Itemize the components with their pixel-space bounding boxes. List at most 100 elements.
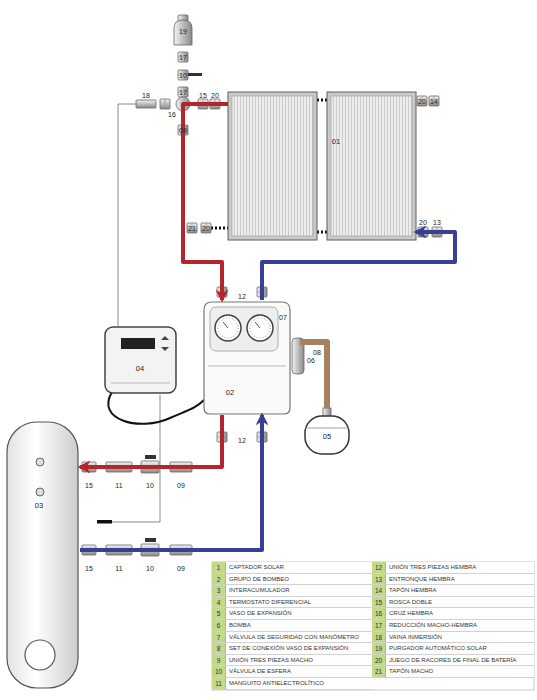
parts-table-text: GRUPO DE BOMBEO [226,574,372,586]
parts-table-number: 12 [372,562,386,574]
pipe-fitting [178,125,188,135]
valve-handle [188,73,202,76]
callout-number: 09 [177,482,185,489]
callout-number: 14 [430,98,438,105]
gauge-needle [223,322,228,328]
pipe-fitting [178,52,188,62]
dielectric-union [106,545,132,555]
absorber-plate [232,96,313,236]
expansion-hose [300,342,327,408]
parts-table-number: 5 [212,608,226,620]
parts-table-text: CAPTADOR SOLAR [226,562,372,574]
cross-fitting [176,97,190,111]
callout-number: 11 [115,565,122,572]
pump-group: 02 [200,300,300,415]
callout-number: 11 [115,482,122,489]
parts-table-text: VAINA INMERSIÓN [386,632,534,644]
gauge-dial [215,315,241,341]
callout-number: 20 [419,219,427,226]
parts-table-text: TAPÓN MACHO [386,666,534,678]
pipe-fitting [418,227,428,237]
pipe-fitting [201,223,211,233]
parts-table-text: SET DE CONEXIÓN VASO DE EXPANSIÓN [226,643,372,655]
air-vent-body [174,20,192,45]
parts-table-text: INTERACUMULADOR [226,585,372,597]
parts-table-number: 13 [372,574,386,586]
gauge-dial [247,315,273,341]
ball-valve [141,544,159,556]
callout-number: 17 [179,54,187,61]
sensor-wire [118,104,140,326]
callout-number: 20 [418,98,426,105]
pipe-fitting [257,432,267,442]
parts-table-number: 4 [212,597,226,609]
callout-number: 12 [238,293,246,300]
callout-number: 21 [188,225,196,232]
sensor-sleeve [136,100,156,108]
expansion-vessel-outline [302,408,352,456]
callout-number: 10 [179,72,187,79]
callout-number: 13 [433,219,441,226]
pipe-fitting [210,99,220,109]
pipe-fitting [178,87,188,97]
callout-number: 09 [179,127,187,134]
valve-handle [145,538,156,542]
parts-table-number: 20 [372,655,386,667]
pump-body [292,338,304,374]
parts-table-number: 19 [372,643,386,655]
pipe-fitting [417,96,427,106]
callout-number: 20 [211,92,219,99]
callout-number: 18 [142,92,150,99]
flow-pipe [183,104,228,300]
pipe-fitting [429,96,439,106]
gauge-scale [218,318,238,338]
callout-number: 07 [279,314,287,321]
ball-valve [178,70,188,80]
gauge-needle [255,322,260,328]
parts-table-text: CRUZ HEMBRA [386,608,534,620]
tank-port [36,488,44,496]
safety-valve [278,323,288,333]
callout-number: 19 [179,28,187,35]
callout-number: 09 [177,565,185,572]
pipe-fitting [187,223,197,233]
callout-number: 16 [168,111,176,118]
controller-cable [108,392,204,424]
parts-table-text: MANGUITO ANTIELECTROLÍTICO [226,678,372,690]
parts-table-text: UNIÓN TRES PIEZAS HEMBRA [386,562,534,574]
parts-table-frame [212,562,534,690]
callout-number: 04 [136,365,144,373]
parts-table-text: VÁLVULA DE SEGURIDAD CON MANÓMETRO [226,632,372,644]
parts-table-number: 2 [212,574,226,586]
collector-frame [327,92,416,240]
pump-group-body [204,302,290,414]
callout-number: 03 [35,502,43,510]
panel-link [211,100,327,232]
parts-table-text: JUEGO DE RACORES DE FINAL DE BATERÍA [386,655,534,667]
parts-table-number: 9 [212,655,226,667]
absorber-plate [331,96,412,236]
gauge-scale [250,318,270,338]
pipe-fitting [82,545,96,555]
pump-group-outline [200,300,300,415]
callout-number: 15 [199,92,207,99]
vessel-seam [305,428,349,429]
tank-flange [25,640,55,670]
panel-seam [208,366,286,367]
gauge-panel [210,307,278,351]
callout-number: 17 [179,89,187,96]
sensor-wire [112,395,160,522]
valve-handle [145,455,156,459]
storage-tank-outline [5,420,80,690]
callout-number: 06 [307,357,315,364]
callout-number: 20 [202,225,210,232]
parts-table-number: 17 [372,620,386,632]
parts-table-number: 1 [212,562,226,574]
solar-collector: 01 [228,92,416,240]
parts-table-number: 10 [212,666,226,678]
vessel-body [305,416,349,454]
